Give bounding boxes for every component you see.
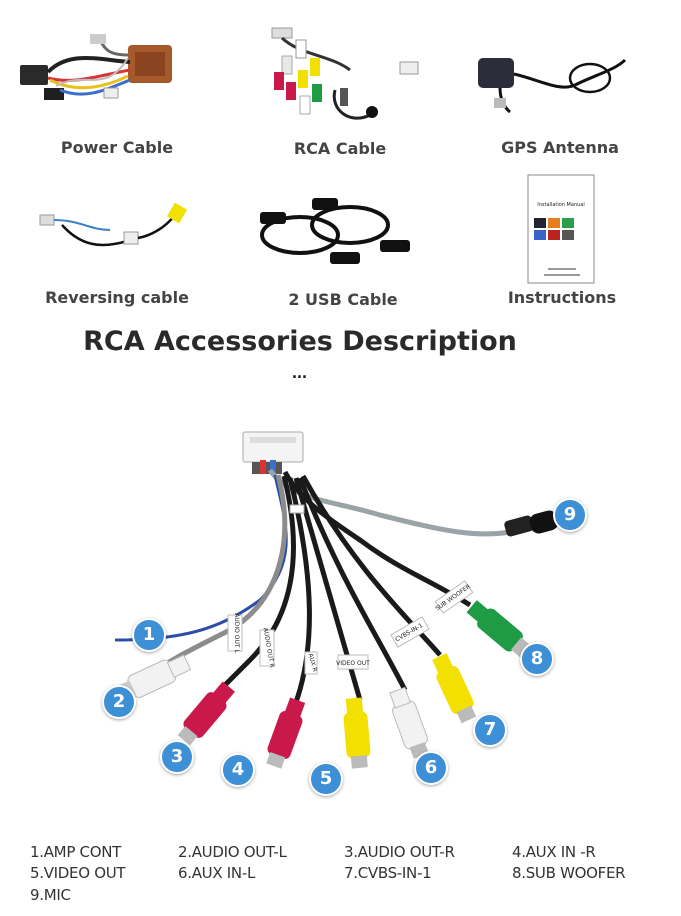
tag-video-out: VIDEO OUT [336, 660, 370, 667]
manual-title: Installation Manual [537, 202, 584, 208]
tag-aux-r: AUX R [307, 653, 319, 673]
gps-antenna-icon [478, 58, 627, 114]
badge-8: 8 [520, 642, 554, 676]
legend-item-5: 5.VIDEO OUT [30, 864, 126, 882]
badge-5: 5 [309, 762, 343, 796]
reversing-cable-icon [39, 202, 188, 247]
legend-item-4: 4.AUX IN -R [512, 843, 596, 861]
rca-cable-icon [271, 27, 419, 120]
tag-audio-out-l: AUDIO OUT L [233, 613, 240, 653]
legend-item-2: 2.AUDIO OUT-L [178, 843, 287, 861]
legend-item-6: 6.AUX IN-L [178, 864, 256, 882]
legend-item-8: 8.SUB WOOFER [512, 864, 626, 882]
caption-instructions: Instructions [507, 288, 617, 307]
badge-3: 3 [160, 740, 194, 774]
badge-2: 2 [102, 685, 136, 719]
legend-item-1: 1.AMP CONT [30, 843, 121, 861]
legend-item-7: 7.CVBS-IN-1 [344, 864, 432, 882]
legend-item-9: 9.MIC [30, 886, 71, 904]
badge-1: 1 [132, 618, 166, 652]
title-ellipsis: ... [292, 362, 308, 382]
power-cable-icon [20, 34, 172, 100]
badge-6: 6 [414, 751, 448, 785]
instructions-icon [527, 174, 595, 284]
badge-4: 4 [221, 753, 255, 787]
section-title: RCA Accessories Description [83, 326, 517, 357]
badge-9: 9 [553, 498, 587, 532]
badge-7: 7 [473, 713, 507, 747]
caption-usb-cable: 2 USB Cable [288, 290, 398, 309]
caption-gps-antenna: GPS Antenna [501, 138, 619, 157]
legend-item-3: 3.AUDIO OUT-R [344, 843, 455, 861]
usb-cable-icon [260, 198, 410, 264]
caption-power-cable: Power Cable [60, 138, 174, 157]
caption-rca-cable: RCA Cable [293, 139, 387, 158]
caption-reversing-cable: Reversing cable [45, 288, 189, 307]
